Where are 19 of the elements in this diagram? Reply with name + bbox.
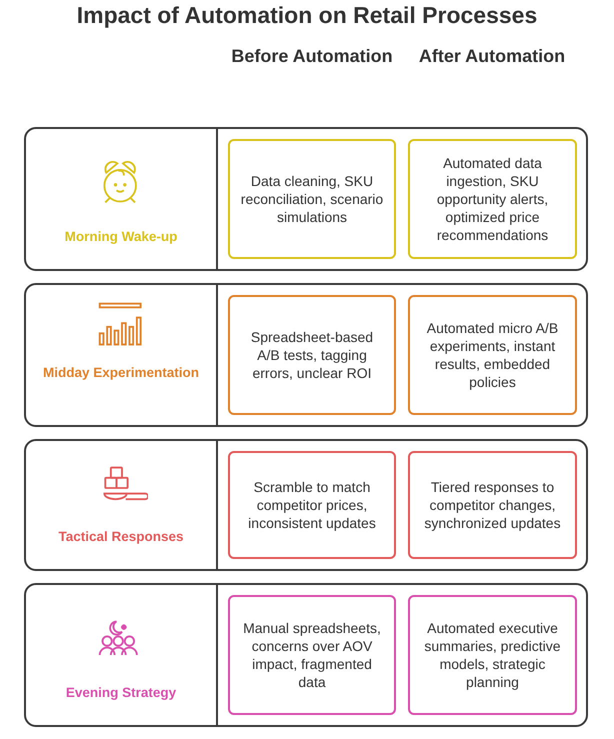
after-box: Automated data ingestion, SKU opportunity alerts, optimized price recommendations (408, 139, 577, 259)
column-header: After Automation (418, 45, 566, 68)
row-label: Evening Strategy (64, 684, 178, 702)
before-box: Manual spreadsheets, concerns over AOV impact, fragmented data (228, 595, 396, 715)
before-box: Spreadsheet-based A/B tests, tagging errors, unclear ROI (228, 295, 396, 415)
title: Impact of Automation on Retail Processes (76, 2, 538, 29)
row-card (24, 439, 588, 571)
row-label: Morning Wake-up (64, 228, 178, 246)
after-box: Automated executive summaries, predictive models, strategic planning (408, 595, 577, 715)
row-label: Tactical Responses (57, 528, 185, 546)
row-card (24, 127, 588, 271)
after-box: Automated micro A/B experiments, instant results, embedded policies (408, 295, 577, 415)
column-header: Before Automation (230, 45, 394, 68)
after-box: Tiered responses to competitor changes, synchronized updates (408, 451, 577, 559)
before-box: Scramble to match competitor prices, inconsistent updates (228, 451, 396, 559)
row-card (24, 283, 588, 427)
row-label: Midday Experimentation (42, 364, 200, 382)
row-card (24, 583, 588, 727)
before-box: Data cleaning, SKU reconciliation, scenario simulations (228, 139, 396, 259)
